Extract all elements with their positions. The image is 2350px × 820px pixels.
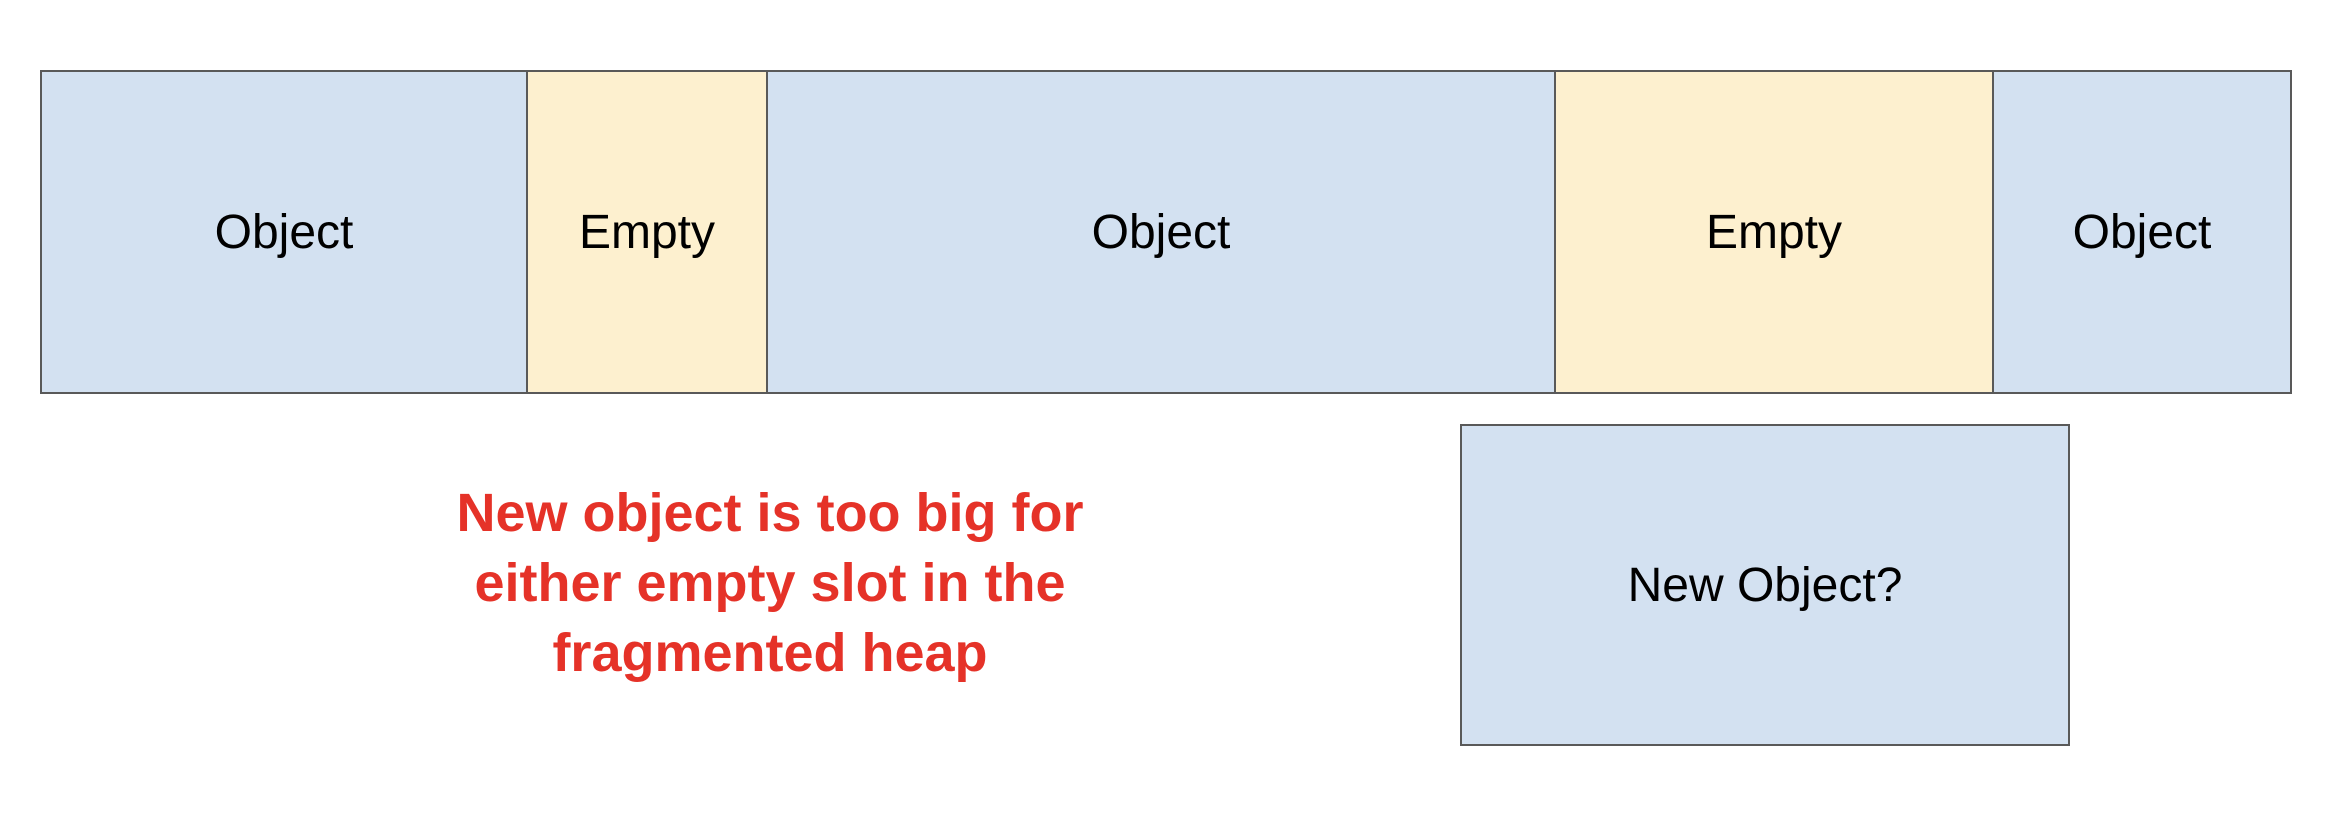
heap-block-empty-2: Empty xyxy=(1554,70,1994,394)
heap-block-label: Empty xyxy=(1705,205,1843,259)
fragmentation-caption: New object is too big for either empty s… xyxy=(340,478,1200,688)
new-object-block: New Object? xyxy=(1460,424,2070,746)
heap-block-object-2: Object xyxy=(766,70,1556,394)
heap-block-empty-1: Empty xyxy=(526,70,768,394)
heap-block-label: Object xyxy=(2072,205,2212,259)
caption-line: fragmented heap xyxy=(552,623,988,683)
new-object-label: New Object? xyxy=(1627,558,1903,612)
heap-block-label: Empty xyxy=(578,205,716,259)
heap-memory-row: Object Empty Object Empty Object xyxy=(40,70,2300,394)
caption-line: either empty slot in the xyxy=(474,553,1066,613)
caption-line: New object is too big for xyxy=(456,483,1084,543)
heap-block-label: Object xyxy=(1091,205,1231,259)
heap-block-label: Object xyxy=(214,205,354,259)
heap-block-object-1: Object xyxy=(40,70,528,394)
heap-block-object-3: Object xyxy=(1992,70,2292,394)
